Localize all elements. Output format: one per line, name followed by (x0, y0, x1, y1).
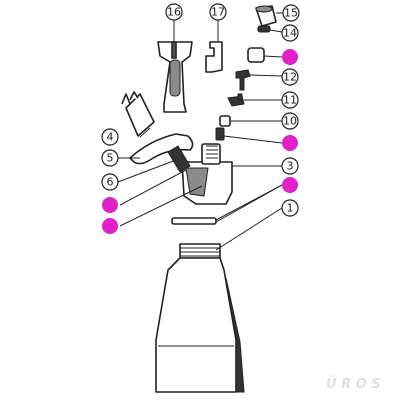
callout-14-label: 14 (283, 27, 297, 40)
callout-highlight-3 (282, 177, 298, 193)
callout-6-label: 6 (107, 176, 114, 189)
part-14-seal (257, 25, 271, 33)
callout-10-label: 10 (283, 115, 297, 128)
callout-1: 1 (281, 199, 299, 217)
part-12-pin (235, 69, 251, 91)
callout-16: 16 (165, 3, 183, 21)
part-9-screw (215, 127, 225, 141)
callout-17-label: 17 (211, 6, 225, 19)
callout-highlight-5 (102, 218, 118, 234)
callout-16-label: 16 (167, 6, 181, 19)
callout-15: 15 (282, 4, 300, 22)
callout-highlight-4 (102, 197, 118, 213)
callout-4-label: 4 (107, 131, 114, 144)
callout-12-label: 12 (283, 71, 297, 84)
callout-highlight-1 (282, 49, 298, 65)
part-17-clip (205, 41, 223, 73)
part-13-sleeve (247, 47, 265, 63)
leader-lines (117, 12, 286, 251)
callout-6: 6 (101, 173, 119, 191)
callout-17: 17 (209, 3, 227, 21)
callout-4: 4 (101, 128, 119, 146)
part-5-lever (129, 133, 194, 165)
part-1-bottle (155, 243, 245, 393)
part-15-cap (255, 5, 277, 27)
callout-11: 11 (281, 91, 299, 109)
callout-3: 3 (281, 157, 299, 175)
part-4-nozzle (121, 91, 155, 137)
callout-12: 12 (281, 68, 299, 86)
part-10-seal (219, 115, 231, 127)
callout-3-label: 3 (287, 160, 294, 173)
callout-11-label: 11 (283, 94, 297, 107)
watermark-text: Ü R O S (326, 376, 381, 392)
part-11-valve (227, 93, 245, 107)
callout-1-label: 1 (287, 202, 294, 215)
callout-5: 5 (101, 149, 119, 167)
callout-highlight-2 (282, 135, 298, 151)
part-6-lever-pin (167, 145, 191, 173)
part-head-assembly (181, 143, 233, 205)
callout-14: 14 (281, 24, 299, 42)
callout-15-label: 15 (284, 7, 298, 20)
callout-5-label: 5 (107, 152, 114, 165)
part-2-gasket (171, 217, 217, 225)
callout-10: 10 (281, 112, 299, 130)
part-16-cover (157, 41, 193, 113)
